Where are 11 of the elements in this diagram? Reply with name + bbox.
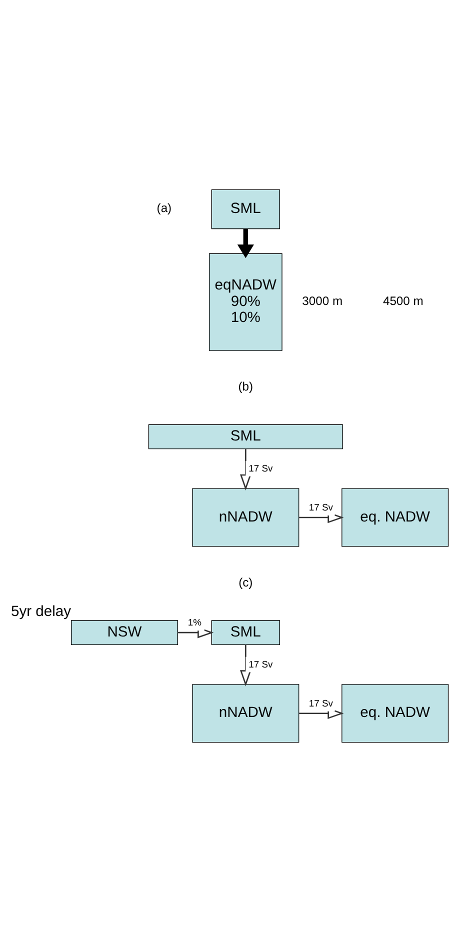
label: 3000 m	[302, 294, 343, 308]
label: (b)	[238, 380, 254, 394]
label: (c)	[238, 575, 253, 590]
edge-label: 17 Sv	[308, 502, 333, 513]
node-label: 5yr delay	[11, 604, 72, 620]
edge-label: 17 Sv	[248, 462, 273, 474]
edge-label: 17 Sv	[248, 658, 273, 670]
label: (a)	[156, 201, 172, 216]
label: 4500 m	[382, 294, 424, 308]
edge-label: 1%	[188, 616, 202, 628]
edge-label: 17 Sv	[308, 697, 333, 708]
